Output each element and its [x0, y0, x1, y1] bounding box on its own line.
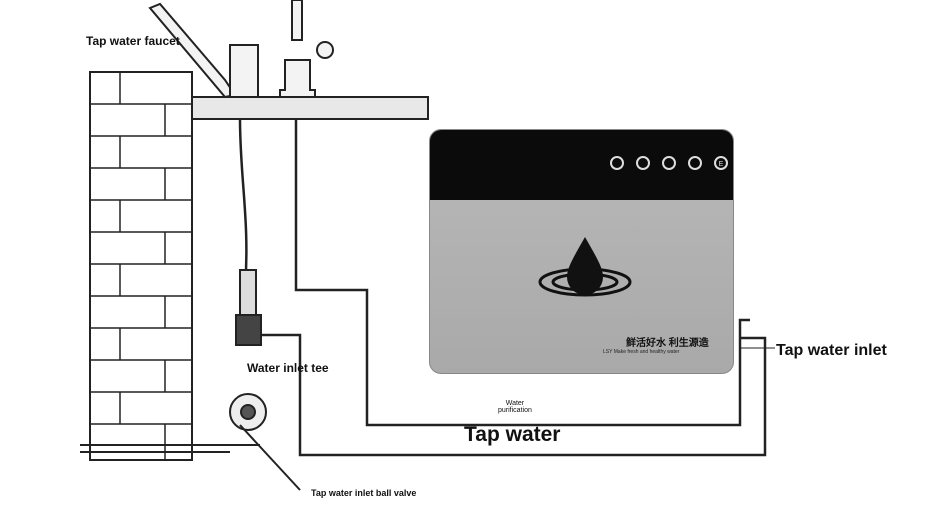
control-button-1[interactable]: [610, 156, 624, 170]
control-button-e[interactable]: E: [714, 156, 728, 170]
faucet-left: [148, 2, 259, 99]
purifier-slogan: 鲜活好水 利生源造: [626, 338, 709, 349]
label-inlet: Tap water inlet: [776, 342, 887, 359]
label-tee: Water inlet tee: [247, 361, 329, 375]
label-purification: Water purification: [498, 400, 532, 414]
control-panel: E: [430, 130, 733, 200]
purifier-subtitle: LSY Make fresh and healthy water: [603, 349, 680, 355]
countertop: [191, 96, 429, 120]
brick-wall: [89, 71, 193, 461]
water-drop-logo-icon: [538, 237, 632, 297]
water-purifier: E 鲜活好水 利生源造 LSY Make fresh and healthy w…: [429, 129, 734, 374]
control-button-4[interactable]: [688, 156, 702, 170]
label-ball-valve: Tap water inlet ball valve: [311, 488, 417, 498]
ball-valve: [229, 393, 301, 491]
faucet-right: [279, 0, 334, 98]
water-inlet-tee: [235, 269, 262, 346]
label-faucet: Tap water faucet: [86, 34, 180, 48]
label-tap-water: Tap water: [464, 423, 561, 446]
control-button-3[interactable]: [662, 156, 676, 170]
control-button-2[interactable]: [636, 156, 650, 170]
